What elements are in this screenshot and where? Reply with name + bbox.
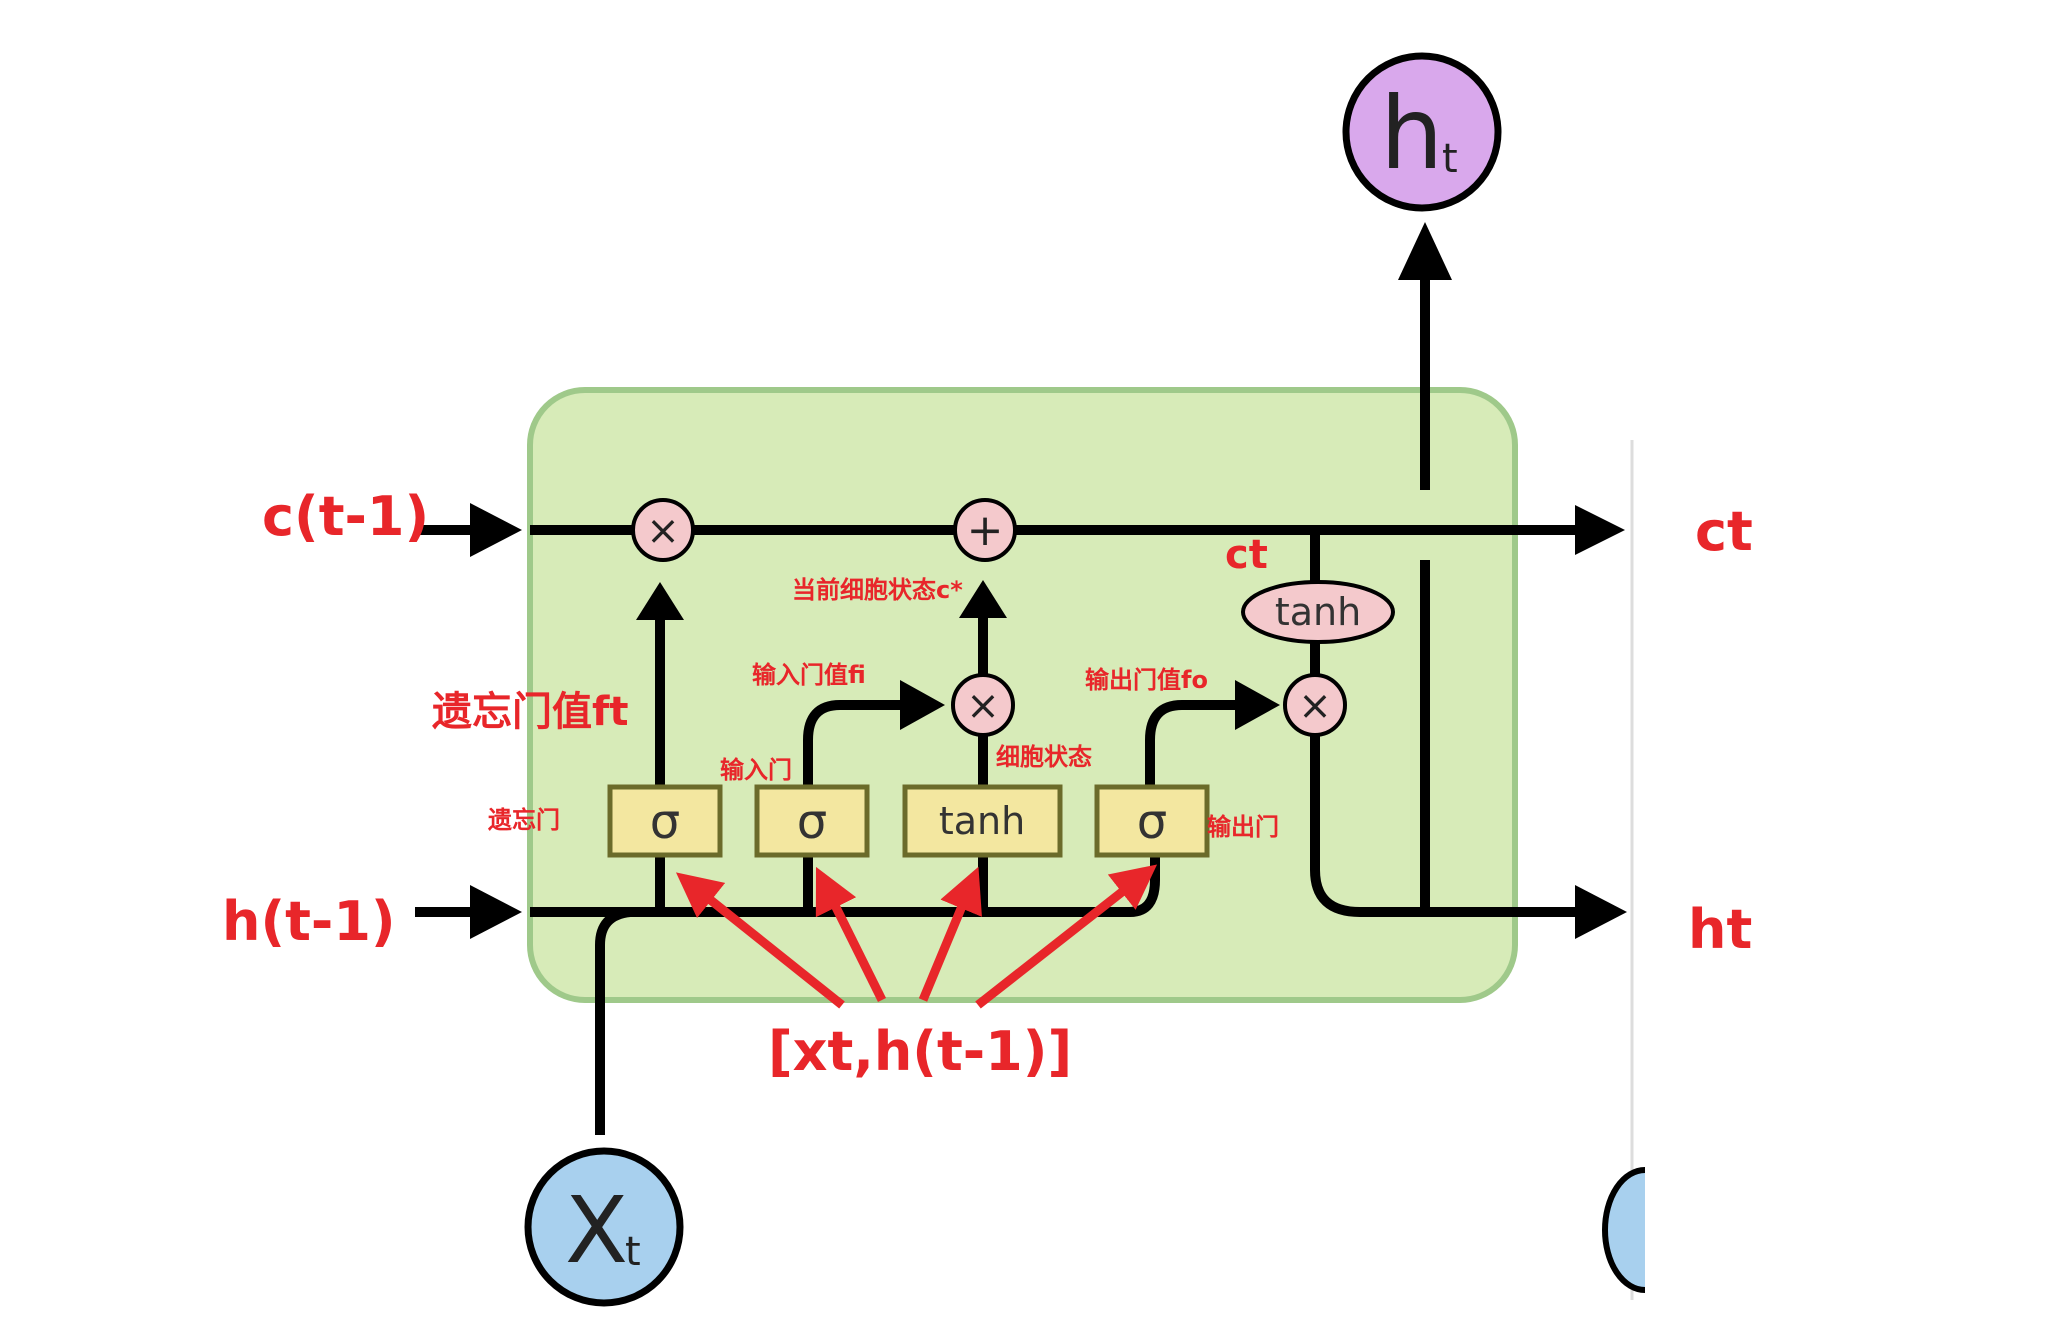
input-multiply-symbol: × bbox=[966, 683, 1000, 729]
label-forget-value: 遗忘门值ft bbox=[432, 689, 629, 735]
ht-node-sub: t bbox=[1442, 136, 1458, 182]
label-cell-state: 细胞状态 bbox=[996, 743, 1092, 771]
label-input-gate: 输入门 bbox=[720, 756, 792, 784]
cell-state-out-arrow bbox=[1575, 505, 1625, 555]
label-c-out: ct bbox=[1695, 500, 1753, 563]
input-gate-symbol: σ bbox=[797, 794, 827, 850]
label-input-value: 输入门值fi bbox=[752, 661, 866, 689]
forget-gate-arrow-head bbox=[636, 582, 684, 620]
input-multiply-op bbox=[951, 673, 1015, 737]
label-output-value: 输出门值fo bbox=[1085, 666, 1208, 694]
output-multiply-op bbox=[1283, 673, 1347, 737]
forget-multiply-symbol: × bbox=[646, 508, 680, 554]
input-gate-output-line bbox=[803, 700, 905, 785]
ht-output-node bbox=[1342, 52, 1502, 212]
label-concat: [xt,h(t-1)] bbox=[768, 1020, 1072, 1083]
ht-up-arrow-head bbox=[1398, 222, 1452, 280]
concat-arrow-candidate bbox=[918, 866, 982, 1002]
input-gate-arrow-head bbox=[900, 680, 945, 730]
ht-out-arrow-head bbox=[1575, 885, 1627, 939]
cell-add-op bbox=[953, 498, 1017, 562]
xt-node-main: X bbox=[565, 1177, 628, 1284]
label-h-out: ht bbox=[1688, 898, 1752, 961]
candidate-gate-box bbox=[902, 784, 1063, 858]
forget-multiply-op bbox=[631, 498, 695, 562]
output-gate-arrow-head bbox=[1235, 680, 1280, 730]
xt-input-line bbox=[595, 907, 631, 1135]
h-prev-arrow-head bbox=[470, 885, 522, 939]
input-mul-arrow-head bbox=[959, 580, 1007, 618]
xt-input-node bbox=[524, 1147, 684, 1307]
xt-node-sub: t bbox=[625, 1229, 641, 1275]
cell-tanh-label: tanh bbox=[1275, 590, 1361, 634]
label-output-gate: 输出门 bbox=[1207, 813, 1279, 841]
forget-gate-box bbox=[607, 784, 723, 858]
output-gate-symbol: σ bbox=[1137, 794, 1167, 850]
forget-gate-symbol: σ bbox=[650, 794, 680, 850]
c-prev-arrow-head bbox=[470, 503, 522, 557]
neighbor-node-fragment bbox=[1602, 1167, 1646, 1293]
cell-add-symbol: + bbox=[967, 505, 1004, 556]
label-c-prev: c(t-1) bbox=[262, 485, 429, 548]
label-c-inner: ct bbox=[1225, 532, 1268, 578]
concat-arrow-input bbox=[815, 866, 887, 1002]
cell-tanh-op bbox=[1241, 580, 1395, 644]
concat-arrow-forget bbox=[675, 872, 845, 1009]
output-multiply-symbol: × bbox=[1298, 683, 1332, 729]
candidate-gate-label: tanh bbox=[939, 799, 1025, 843]
output-gate-output-line bbox=[1145, 700, 1240, 785]
label-current-cell: 当前细胞状态c* bbox=[792, 576, 963, 604]
label-h-prev: h(t-1) bbox=[222, 890, 396, 953]
ht-node-main: h bbox=[1380, 75, 1443, 192]
input-gate-box bbox=[754, 784, 870, 858]
label-forget-gate: 遗忘门 bbox=[487, 806, 560, 834]
concat-arrow-output bbox=[975, 864, 1158, 1009]
output-mul-to-hidden-out bbox=[1310, 733, 1600, 917]
output-gate-box bbox=[1094, 784, 1210, 858]
